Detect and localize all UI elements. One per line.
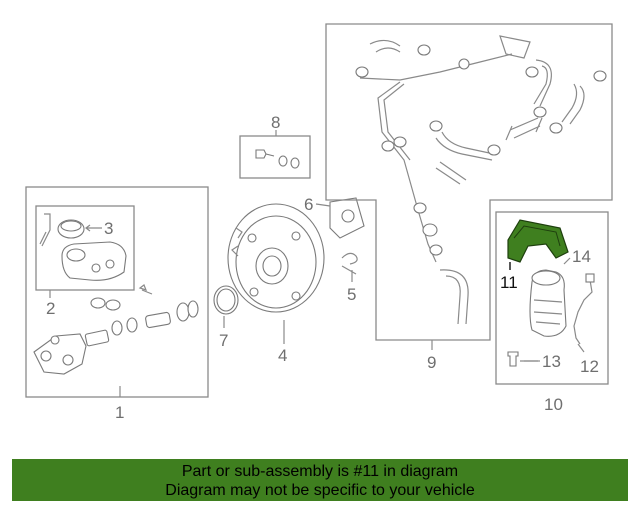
bolt <box>507 351 519 367</box>
seal-3 <box>176 302 190 322</box>
group-8 <box>239 130 311 179</box>
banner-line-1: Part or sub-assembly is #11 in diagram <box>181 463 459 480</box>
vacuum-hose-main <box>359 53 513 263</box>
callout-3: 3 <box>104 219 113 238</box>
banner-line-2: Diagram may not be specific to your vehi… <box>165 482 475 499</box>
seal-4 <box>187 300 199 318</box>
level-sensor <box>39 213 51 247</box>
clevis-pin <box>255 149 275 159</box>
washer-1 <box>278 155 288 167</box>
master-cylinder-body <box>33 333 87 375</box>
callout-9: 9 <box>427 353 436 372</box>
pin <box>138 284 153 295</box>
callout-4: 4 <box>278 346 287 365</box>
piston <box>145 311 171 329</box>
sensor-harness <box>573 279 593 345</box>
hose-clamps <box>355 44 607 256</box>
group-1-master-cylinder <box>25 186 209 398</box>
reservoir <box>61 241 127 281</box>
check-valve <box>499 35 531 59</box>
callout-7: 7 <box>219 331 228 350</box>
grommet-2 <box>105 299 121 311</box>
group-9-frame <box>325 23 613 341</box>
grommet-1 <box>90 297 106 309</box>
brake-booster <box>213 197 365 344</box>
hose-lower <box>439 269 469 325</box>
clip <box>341 252 358 275</box>
callout-13: 13 <box>542 352 561 371</box>
callout-5: 5 <box>347 285 356 304</box>
vacuum-pump <box>529 269 567 337</box>
hose-middle <box>435 131 495 161</box>
seal-2 <box>126 317 138 333</box>
hose-upper <box>369 39 401 53</box>
callout-12: 12 <box>580 357 599 376</box>
spring <box>84 329 110 347</box>
group-10-vacuum-pump <box>495 211 609 385</box>
group-9-vacuum-hoses <box>325 23 613 350</box>
info-banner: Part or sub-assembly is #11 in diagram D… <box>12 459 628 501</box>
hose-right <box>533 59 552 107</box>
callout-2: 2 <box>46 299 55 318</box>
callout-6: 6 <box>304 195 313 214</box>
callout-14: 14 <box>572 247 591 266</box>
callout-8: 8 <box>271 113 280 132</box>
seal-1 <box>111 320 123 336</box>
callout-11: 11 <box>500 273 518 292</box>
group-10-frame <box>495 211 609 385</box>
washer-2 <box>290 157 300 169</box>
group-8-frame <box>239 135 311 179</box>
group-2-frame <box>35 205 135 291</box>
bracket-part-11 <box>507 219 569 263</box>
group-1-frame <box>25 186 209 398</box>
callout-1: 1 <box>115 403 124 422</box>
callout-10: 10 <box>544 395 563 414</box>
